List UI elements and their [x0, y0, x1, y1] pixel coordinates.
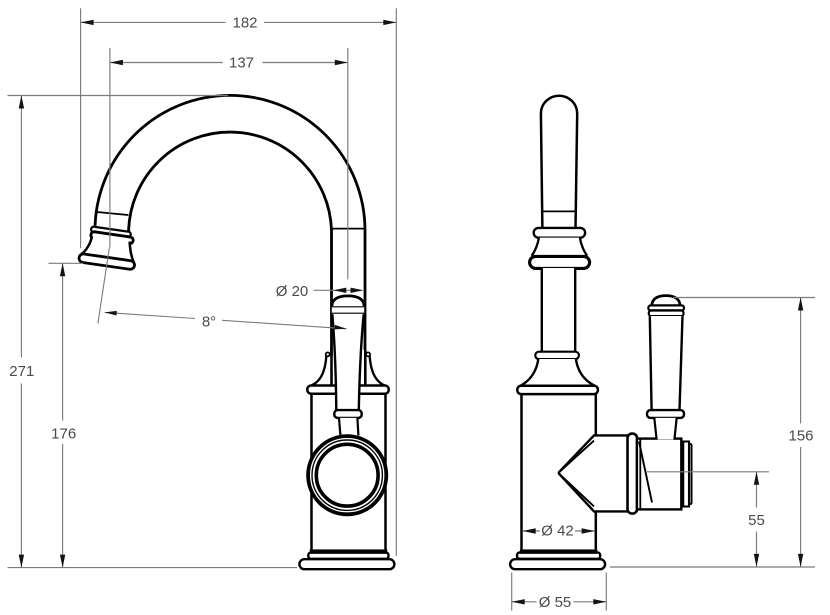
svg-text:Ø 55: Ø 55: [539, 594, 572, 611]
svg-text:271: 271: [9, 363, 34, 380]
svg-text:Ø 42: Ø 42: [541, 523, 574, 540]
svg-text:55: 55: [748, 512, 765, 529]
svg-text:156: 156: [788, 428, 813, 445]
svg-text:Ø 20: Ø 20: [276, 283, 309, 300]
svg-text:137: 137: [229, 55, 254, 72]
svg-text:176: 176: [51, 426, 76, 443]
svg-text:8°: 8°: [202, 314, 216, 331]
svg-text:182: 182: [232, 15, 257, 32]
